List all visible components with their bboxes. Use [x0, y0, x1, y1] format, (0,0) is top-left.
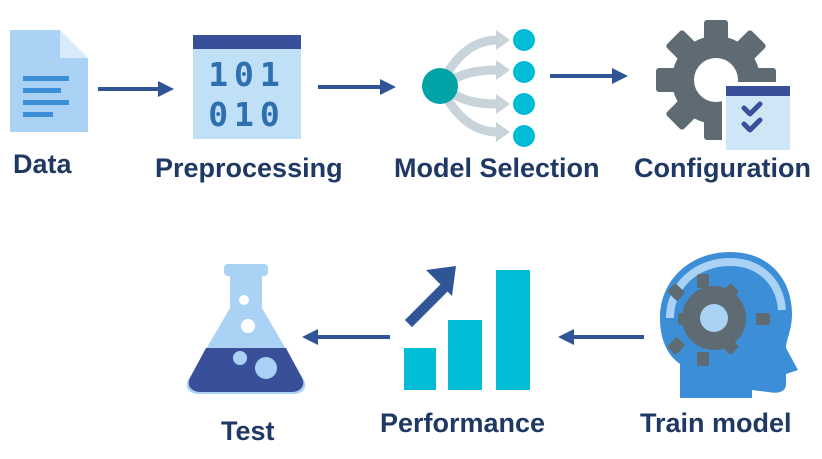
bar-chart-growth-icon [404, 266, 530, 390]
step-label-preprocessing: Preprocessing [155, 153, 343, 183]
arrow-train-to-performance [558, 329, 644, 345]
binary-data-icon: 101 010 [193, 35, 301, 139]
arrow-model-selection-to-configuration [550, 68, 628, 84]
step-label-test: Test [221, 416, 275, 446]
step-label-train-model: Train model [640, 408, 792, 438]
gear-checklist-icon [656, 20, 790, 150]
binary-row-1: 101 [208, 55, 286, 94]
binary-row-2: 010 [208, 95, 286, 134]
arrow-performance-to-test [302, 329, 390, 345]
step-label-data: Data [13, 149, 72, 179]
branching-network-icon [422, 29, 535, 147]
document-icon [10, 30, 88, 132]
step-label-configuration: Configuration [634, 153, 811, 183]
arrow-data-to-preprocessing [98, 81, 174, 97]
step-label-performance: Performance [380, 408, 546, 438]
head-gear-icon [660, 252, 798, 398]
step-label-model-selection: Model Selection [394, 153, 600, 183]
flask-icon [186, 264, 306, 394]
arrow-preprocessing-to-model-selection [318, 79, 396, 95]
